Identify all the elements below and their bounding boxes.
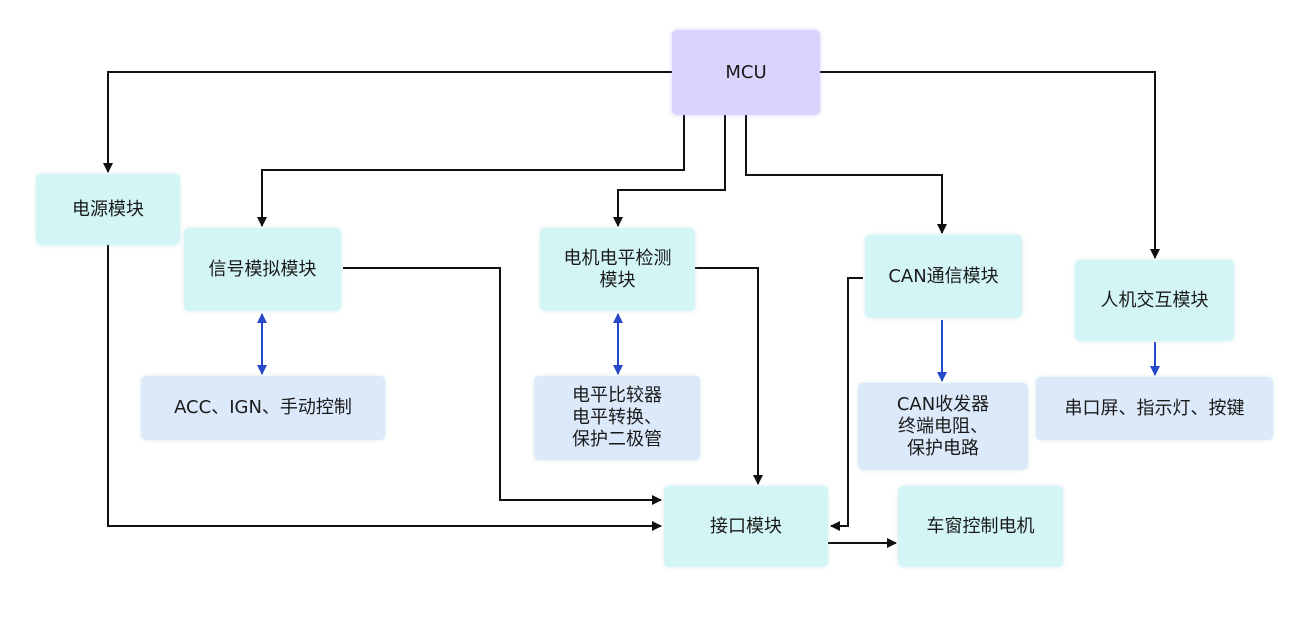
can-comm-module-box: CAN通信模块 <box>865 235 1022 318</box>
hmi-module-label: 人机交互模块 <box>1100 289 1209 311</box>
signal-sim-module-label: 信号模拟模块 <box>208 258 317 280</box>
acc-ign-label: ACC、IGN、手动控制 <box>174 397 352 418</box>
can-transceiver-line-1: CAN收发器 <box>896 393 990 415</box>
arrow-power-to-interface <box>107 245 662 531</box>
motor-level-line-2: 模块 <box>599 269 636 291</box>
serial-screen-label: 串口屏、指示灯、按键 <box>1064 397 1245 419</box>
arrow-mcu-to-signal <box>257 115 685 227</box>
power-module-box: 电源模块 <box>36 174 180 245</box>
comparator-line-1: 电平比较器 <box>572 385 662 406</box>
arrow-mcu-to-power <box>103 71 672 173</box>
arrow-motor-level-to-interface <box>695 267 763 485</box>
arrow-can-to-interface <box>830 277 863 531</box>
signal-sim-module-box: 信号模拟模块 <box>184 228 341 311</box>
can-transceiver-box: CAN收发器 终端电阻、 保护电路 <box>858 383 1028 470</box>
window-motor-box: 车窗控制电机 <box>898 486 1063 567</box>
motor-level-line-1: 电机电平检测 <box>563 247 672 269</box>
interface-module-box: 接口模块 <box>664 486 828 567</box>
arrow-mcu-to-hmi <box>820 71 1160 259</box>
acc-ign-box: ACC、IGN、手动控制 <box>141 376 385 440</box>
can-comm-module-label: CAN通信模块 <box>888 265 999 287</box>
mcu-label: MCU <box>725 61 767 83</box>
can-transceiver-line-3: 保护电路 <box>907 437 979 459</box>
comparator-line-3: 保护二极管 <box>572 429 662 450</box>
comparator-box: 电平比较器 电平转换、 保护二极管 <box>534 376 700 460</box>
window-motor-label: 车窗控制电机 <box>926 515 1035 537</box>
comparator-line-2: 电平转换、 <box>572 407 662 428</box>
arrow-mcu-to-motor-level <box>613 115 726 227</box>
power-module-label: 电源模块 <box>72 198 144 220</box>
hmi-module-box: 人机交互模块 <box>1075 260 1234 341</box>
serial-screen-box: 串口屏、指示灯、按键 <box>1036 377 1273 440</box>
arrow-mcu-to-can <box>745 115 947 234</box>
interface-module-label: 接口模块 <box>710 515 782 537</box>
arrow-signal-to-interface <box>343 267 662 505</box>
motor-level-module-box: 电机电平检测 模块 <box>540 228 695 311</box>
mcu-box: MCU <box>672 30 820 115</box>
can-transceiver-line-2: 终端电阻、 <box>898 415 988 437</box>
